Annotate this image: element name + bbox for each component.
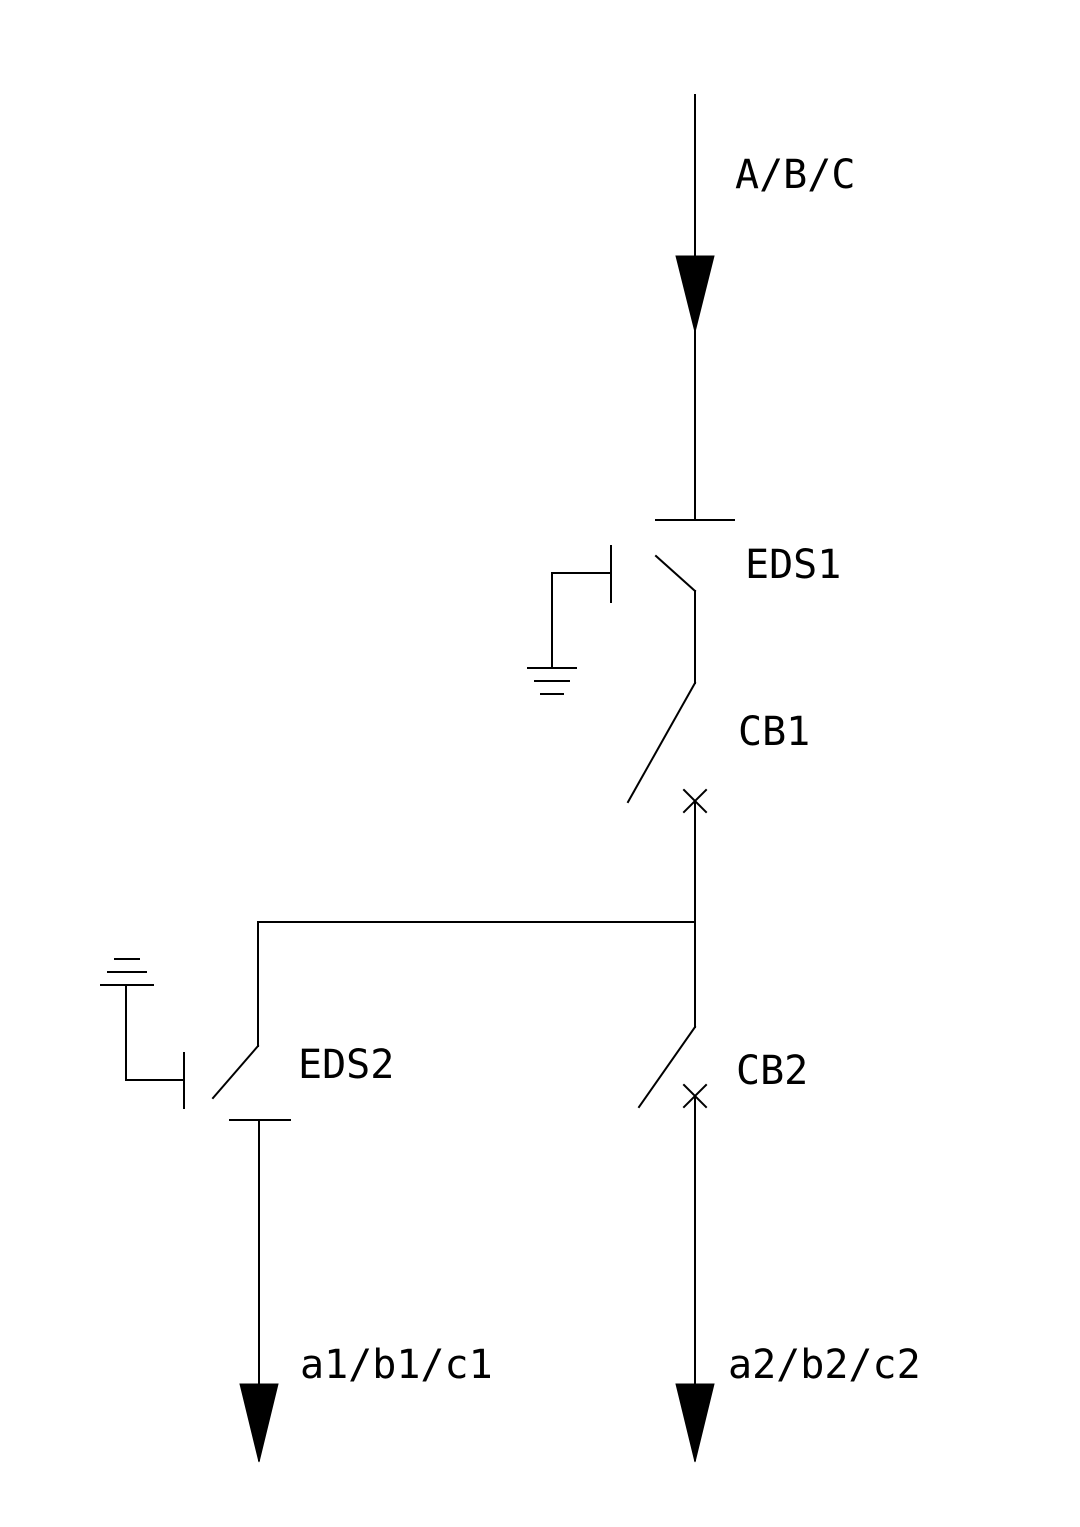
eds2-blade <box>211 1044 260 1100</box>
out1-arrow <box>239 1383 279 1463</box>
outgoing-feeder-2 <box>675 1095 715 1463</box>
cb1-breaker <box>626 681 708 1028</box>
incoming-arrow <box>675 255 715 333</box>
eds2-ground-symbol <box>100 958 154 986</box>
out2-arrow <box>675 1383 715 1463</box>
cb2-blade <box>637 1025 697 1109</box>
bus-tap-line <box>257 921 696 1047</box>
outgoing-feeder-1 <box>239 1119 279 1463</box>
eds1-switch <box>551 519 735 684</box>
eds1-earth-lead <box>551 572 612 669</box>
eds2-label: EDS2 <box>298 1042 394 1088</box>
cb1-label: CB1 <box>738 709 810 755</box>
out2-label: a2/b2/c2 <box>728 1342 921 1388</box>
eds1-blade <box>654 554 697 593</box>
eds1-ground-symbol <box>527 667 577 695</box>
cb1-blade <box>626 681 697 804</box>
eds2-earth-lead <box>125 984 185 1081</box>
cb2-label: CB2 <box>736 1048 808 1094</box>
eds1-label: EDS1 <box>745 542 841 588</box>
out1-label: a1/b1/c1 <box>300 1342 493 1388</box>
incoming-feeder <box>675 94 715 521</box>
source-label: A/B/C <box>735 152 855 198</box>
eds2-switch <box>125 984 291 1121</box>
